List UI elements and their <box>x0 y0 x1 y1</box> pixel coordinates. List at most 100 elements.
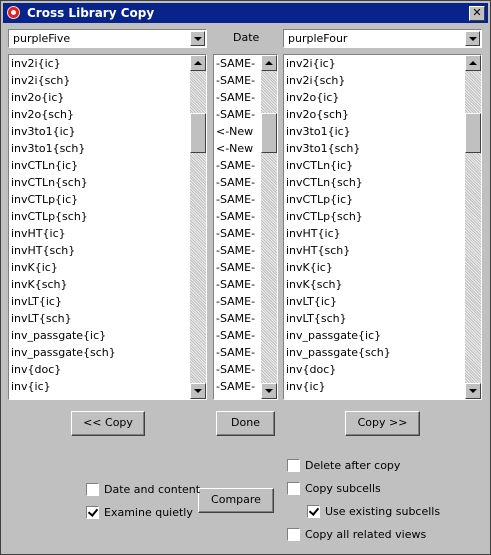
date-status-list[interactable]: -SAME- -SAME- -SAME- -SAME- <-New <-New -SAME-… <box>213 54 278 400</box>
list-item[interactable]: inv2i{sch} <box>11 74 71 87</box>
list-item[interactable]: invCTLp{ic} <box>11 193 79 206</box>
list-item[interactable]: -SAME- <box>216 108 256 121</box>
list-item[interactable]: inv2i{sch} <box>286 74 346 87</box>
close-button[interactable]: ✕ <box>469 6 485 21</box>
list-item[interactable]: invCTLn{ic} <box>286 159 354 172</box>
list-item[interactable]: -SAME- <box>216 244 256 257</box>
left-library-value: purpleFive <box>13 32 71 45</box>
list-item[interactable]: invCTLn{sch} <box>286 176 363 189</box>
checkbox-label: Copy all related views <box>305 528 427 541</box>
right-library-select[interactable]: purpleFour <box>283 29 482 48</box>
left-list-scrollbar[interactable] <box>190 55 206 399</box>
list-item[interactable]: inv{doc} <box>286 363 337 376</box>
list-item[interactable]: invCTLp{ic} <box>286 193 354 206</box>
list-item[interactable]: invLT{sch} <box>11 312 72 325</box>
list-item[interactable]: -SAME- <box>216 329 256 342</box>
list-item[interactable]: inv{doc} <box>11 363 62 376</box>
list-item[interactable]: invHT{sch} <box>286 244 351 257</box>
list-item[interactable]: invHT{ic} <box>286 227 341 240</box>
list-item[interactable]: -SAME- <box>216 91 256 104</box>
list-item[interactable]: inv{sch} <box>284 395 465 399</box>
compare-button[interactable]: Compare <box>198 488 274 513</box>
list-item[interactable]: -SAME- <box>216 278 256 291</box>
list-item[interactable]: <-New <box>216 125 254 138</box>
list-item[interactable]: -SAME- <box>216 227 256 240</box>
list-item[interactable]: inv{sch} <box>9 395 190 399</box>
checkbox-box[interactable] <box>287 482 300 495</box>
scroll-up-icon[interactable] <box>465 55 481 71</box>
scroll-down-icon[interactable] <box>261 383 277 399</box>
list-item[interactable]: -SAME- <box>216 193 256 206</box>
list-item[interactable]: inv_passgate{sch} <box>286 346 391 359</box>
list-item[interactable]: inv{ic} <box>11 380 51 393</box>
chevron-down-icon[interactable] <box>190 31 205 46</box>
list-item[interactable]: inv_passgate{ic} <box>11 329 107 342</box>
list-item[interactable]: inv2o{ic} <box>11 91 65 104</box>
list-item[interactable]: -SAME- <box>216 312 256 325</box>
middle-list-scrollbar[interactable] <box>261 55 277 399</box>
left-cell-list[interactable]: inv2i{ic} inv2i{sch} inv2o{ic} inv2o{sch} in… <box>8 54 207 400</box>
done-button[interactable]: Done <box>216 411 275 436</box>
list-item[interactable]: invCTLp{sch} <box>11 210 88 223</box>
scroll-up-icon[interactable] <box>190 55 206 71</box>
list-item[interactable]: inv2i{ic} <box>11 57 61 70</box>
right-cell-list[interactable]: inv2i{ic} inv2i{sch} inv2o{ic} inv2o{sch} in… <box>283 54 482 400</box>
middle-scroll-thumb[interactable] <box>261 113 277 153</box>
list-item[interactable]: -SAME- <box>216 363 256 376</box>
list-item[interactable]: -SAME- <box>216 176 256 189</box>
list-item[interactable]: invK{ic} <box>286 261 333 274</box>
right-scroll-thumb[interactable] <box>465 113 481 153</box>
list-item[interactable]: inv2o{sch} <box>11 108 75 121</box>
list-item[interactable]: inv3to1{sch} <box>286 142 361 155</box>
list-item[interactable]: inv3to1{sch} <box>11 142 86 155</box>
list-item[interactable]: -SAME- <box>216 380 256 393</box>
list-item[interactable]: invCTLn{sch} <box>11 176 88 189</box>
list-item[interactable]: invLT{ic} <box>11 295 62 308</box>
list-item[interactable]: <-New <box>216 142 254 155</box>
list-item[interactable]: -SAME- <box>216 346 256 359</box>
list-item[interactable]: invK{sch} <box>286 278 343 291</box>
list-item[interactable]: -SAME- <box>216 159 256 172</box>
right-list-scrollbar[interactable] <box>465 55 481 399</box>
list-item[interactable]: -SAME- <box>216 74 256 87</box>
checkbox-box[interactable] <box>86 506 99 519</box>
list-item[interactable]: inv_passgate{ic} <box>286 329 382 342</box>
list-item[interactable]: invHT{ic} <box>11 227 66 240</box>
list-item[interactable]: -SAME- <box>214 395 261 399</box>
list-item[interactable]: inv3to1{ic} <box>286 125 351 138</box>
checkbox-box[interactable] <box>287 528 300 541</box>
list-item[interactable]: -SAME- <box>216 57 256 70</box>
list-item[interactable]: inv2i{ic} <box>286 57 336 70</box>
list-item[interactable]: invCTLn{ic} <box>11 159 79 172</box>
copy-right-button[interactable]: Copy >> <box>345 411 420 436</box>
list-item[interactable]: inv_passgate{sch} <box>11 346 116 359</box>
list-item[interactable]: inv2o{ic} <box>286 91 340 104</box>
list-item[interactable]: invK{ic} <box>11 261 58 274</box>
left-scroll-thumb[interactable] <box>190 113 206 153</box>
checkbox-box[interactable] <box>86 483 99 496</box>
list-item[interactable]: invLT{ic} <box>286 295 337 308</box>
list-item[interactable]: invK{sch} <box>11 278 68 291</box>
copy-left-button[interactable]: << Copy <box>71 411 145 436</box>
checkbox-label: Date and content <box>104 483 201 496</box>
scroll-down-icon[interactable] <box>465 383 481 399</box>
checkbox-label: Examine quietly <box>104 506 193 519</box>
chevron-down-icon[interactable] <box>465 31 480 46</box>
checkbox-box[interactable] <box>287 459 300 472</box>
list-item[interactable]: inv{ic} <box>286 380 326 393</box>
list-item[interactable]: invHT{sch} <box>11 244 76 257</box>
list-item[interactable]: inv3to1{ic} <box>11 125 76 138</box>
list-item[interactable]: inv2o{sch} <box>286 108 350 121</box>
scroll-up-icon[interactable] <box>261 55 277 71</box>
list-item[interactable]: invLT{sch} <box>286 312 347 325</box>
scroll-down-icon[interactable] <box>190 383 206 399</box>
list-item[interactable]: -SAME- <box>216 295 256 308</box>
title-bar[interactable]: Cross Library Copy ✕ <box>3 3 488 23</box>
list-item[interactable]: -SAME- <box>216 261 256 274</box>
list-item[interactable]: invCTLp{sch} <box>286 210 363 223</box>
checkbox-box[interactable] <box>307 505 320 518</box>
left-library-select[interactable]: purpleFive <box>8 29 207 48</box>
list-item[interactable]: -SAME- <box>216 210 256 223</box>
date-status-list-items: -SAME- -SAME- -SAME- -SAME- <-New <-New -SAME-… <box>214 55 261 399</box>
